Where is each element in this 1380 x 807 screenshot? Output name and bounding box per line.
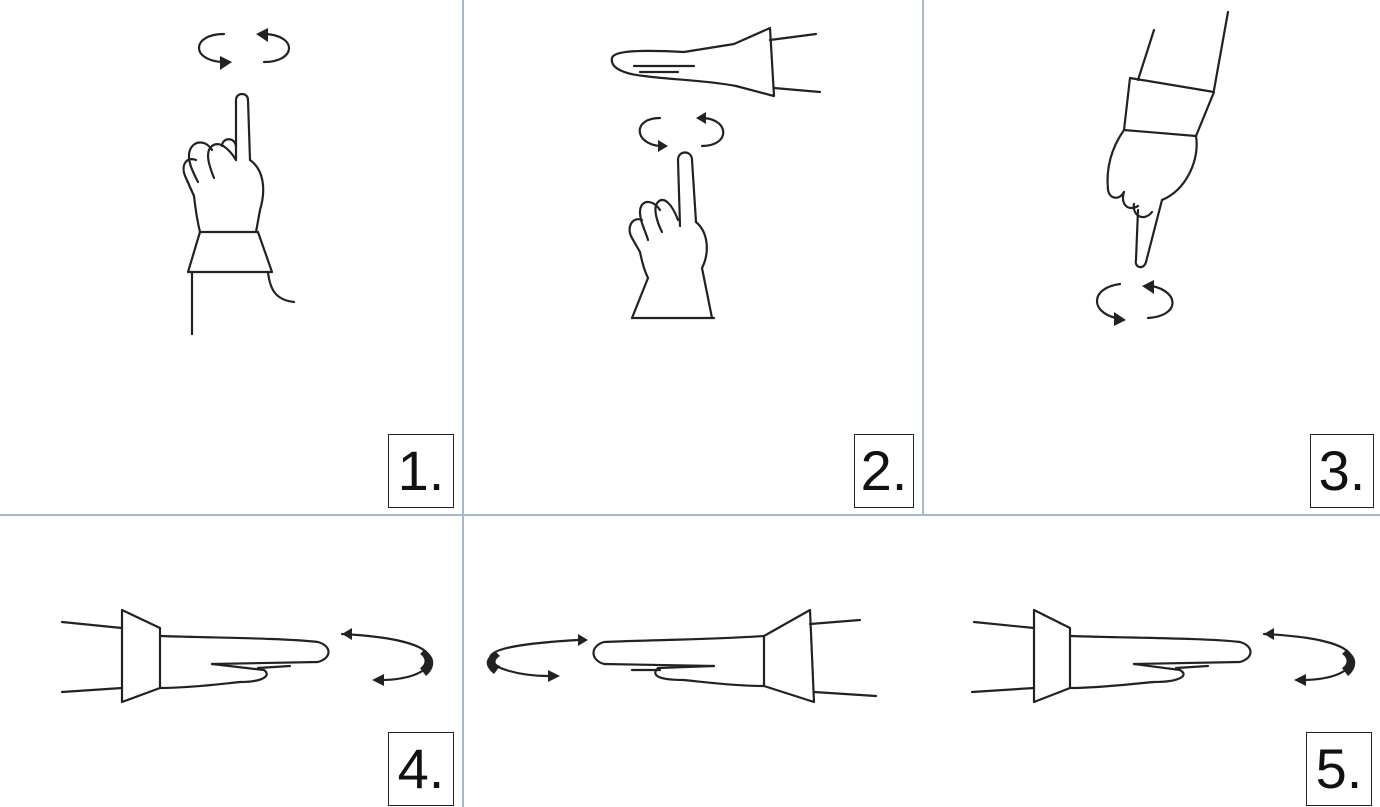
vertical-divider-bottom <box>462 515 464 807</box>
vertical-divider-top-1 <box>462 0 464 515</box>
flat-hands-alternating-rotation-illustration <box>486 608 1356 704</box>
panel-2: 2. <box>464 0 922 514</box>
arrowhead-icon <box>1114 312 1126 326</box>
panel-4: 4. <box>0 516 462 807</box>
panel-number-label: 4. <box>388 732 454 806</box>
arrowhead-icon <box>1294 674 1306 686</box>
pointing-down-finger-rotation-illustration <box>1095 10 1230 326</box>
arrowhead-icon <box>658 140 668 152</box>
panel-number-label: 5. <box>1306 732 1372 806</box>
rotation-arrow-icon <box>197 32 226 64</box>
rotation-arrow-icon <box>700 116 725 148</box>
arrowhead-icon <box>256 28 268 42</box>
panel-5: 5. <box>464 516 1380 807</box>
panel-1: 1. <box>0 0 462 514</box>
panel-number-label: 2. <box>854 434 914 508</box>
panel-3: 3. <box>924 0 1380 514</box>
arrowhead-icon <box>696 112 706 124</box>
arrowhead-icon <box>220 56 232 70</box>
finger-under-flat-hand-rotation-illustration <box>610 26 822 320</box>
arrowhead-icon <box>372 674 384 686</box>
arrowhead-icon <box>342 628 352 640</box>
rotation-arrow-icon <box>1095 282 1122 320</box>
flat-hand-left-rotation-illustration <box>60 608 434 704</box>
arrowhead-icon <box>548 670 560 682</box>
rotation-arrow-icon <box>1146 284 1174 320</box>
curved-arrow-icon <box>1262 632 1354 682</box>
vertical-divider-top-2 <box>922 0 924 515</box>
arrowhead-icon <box>578 634 588 646</box>
raised-index-finger-rotation-illustration <box>182 28 296 336</box>
arrowhead-icon <box>1142 280 1154 294</box>
panel-number-label: 1. <box>388 434 454 508</box>
horizontal-divider <box>0 514 1380 516</box>
arrowhead-icon <box>1264 628 1274 640</box>
curved-arrow-icon <box>488 638 580 678</box>
rotation-arrow-icon <box>262 32 291 64</box>
curved-arrow-icon <box>340 632 432 682</box>
rotation-arrow-icon <box>638 116 662 148</box>
panel-number-label: 3. <box>1310 434 1374 508</box>
